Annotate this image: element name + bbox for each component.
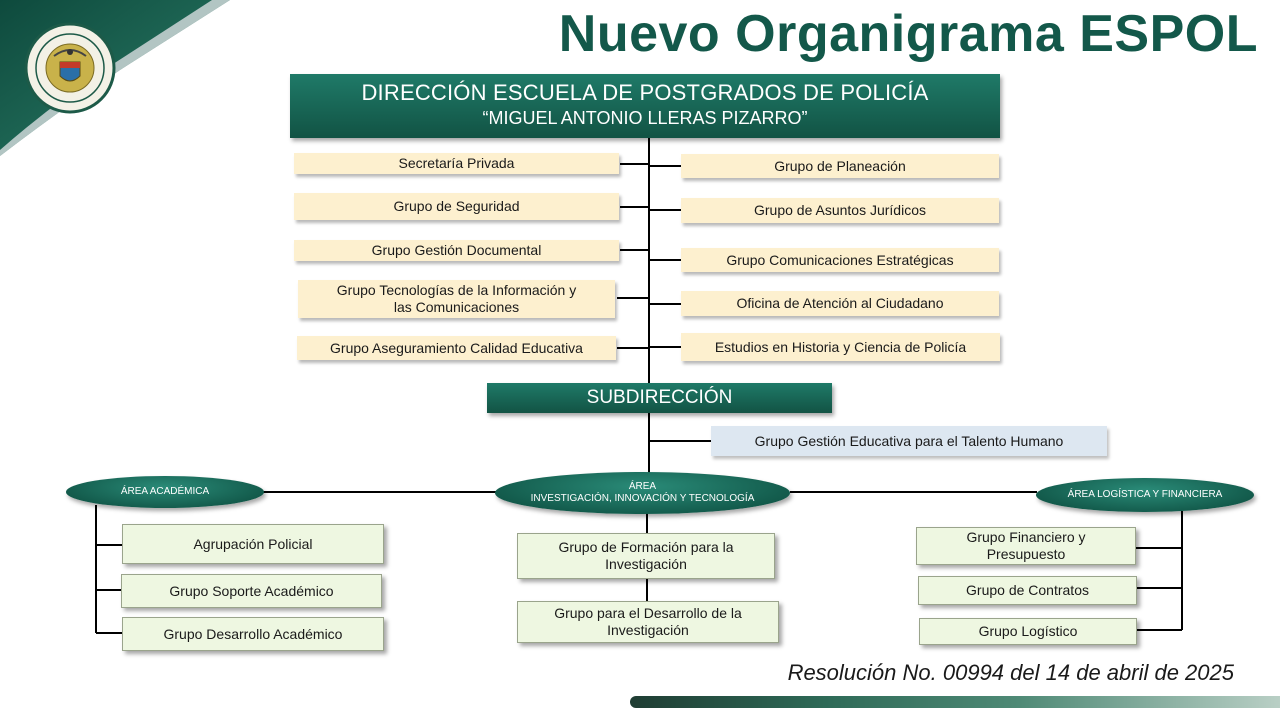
group-gestion-educativa: Grupo Gestión Educativa para el Talento … [711,426,1107,456]
group-seguridad: Grupo de Seguridad [294,193,619,220]
group-desarrollo-investigacion: Grupo para el Desarrollo de la Investiga… [517,601,779,643]
group-planeacion: Grupo de Planeación [681,154,999,178]
group-atencion-ciudadano: Oficina de Atención al Ciudadano [681,291,999,316]
group-tecnologias: Grupo Tecnologías de la Información y la… [298,280,615,318]
group-desarrollo-academico: Grupo Desarrollo Académico [122,617,384,651]
direccion-box: DIRECCIÓN ESCUELA DE POSTGRADOS DE POLIC… [290,74,1000,138]
group-financiero-presupuesto: Grupo Financiero y Presupuesto [916,527,1136,565]
group-formacion-investigacion: Grupo de Formación para la Investigación [517,533,775,579]
group-soporte-academico: Grupo Soporte Académico [121,574,382,608]
area-academica: ÁREA ACADÉMICA [66,476,264,508]
group-aseguramiento-calidad: Grupo Aseguramiento Calidad Educativa [297,336,616,360]
group-contratos: Grupo de Contratos [918,576,1137,605]
area-investigacion-label2: INVESTIGACIÓN, INNOVACIÓN Y TECNOLOGÍA [530,493,755,504]
group-secretaria-privada: Secretaría Privada [294,153,619,174]
subdireccion-box: SUBDIRECCIÓN [487,383,832,413]
group-asuntos-juridicos: Grupo de Asuntos Jurídicos [681,198,999,223]
direccion-title: DIRECCIÓN ESCUELA DE POSTGRADOS DE POLIC… [361,80,929,105]
area-academica-label: ÁREA ACADÉMICA [120,486,210,497]
page-title: Nuevo Organigrama ESPOL [558,5,1258,63]
group-gestion-documental: Grupo Gestión Documental [294,240,619,261]
area-investigacion-label1: ÁREA [628,481,657,492]
group-estudios-historia: Estudios en Historia y Ciencia de Policí… [681,333,1000,361]
group-agrupacion-policial: Agrupación Policial [122,524,384,564]
group-comunicaciones: Grupo Comunicaciones Estratégicas [681,248,999,272]
group-logistico: Grupo Logístico [919,618,1137,645]
police-seal-logo [24,22,116,114]
resolution-note: Resolución No. 00994 del 14 de abril de … [787,660,1234,685]
direccion-subtitle: “MIGUEL ANTONIO LLERAS PIZARRO” [482,108,808,128]
bottom-decorative-bar [630,696,1280,708]
area-logistica-label: ÁREA LOGÍSTICA Y FINANCIERA [1067,489,1223,500]
area-investigacion: ÁREA INVESTIGACIÓN, INNOVACIÓN Y TECNOLO… [495,472,790,514]
area-logistica: ÁREA LOGÍSTICA Y FINANCIERA [1036,478,1254,512]
